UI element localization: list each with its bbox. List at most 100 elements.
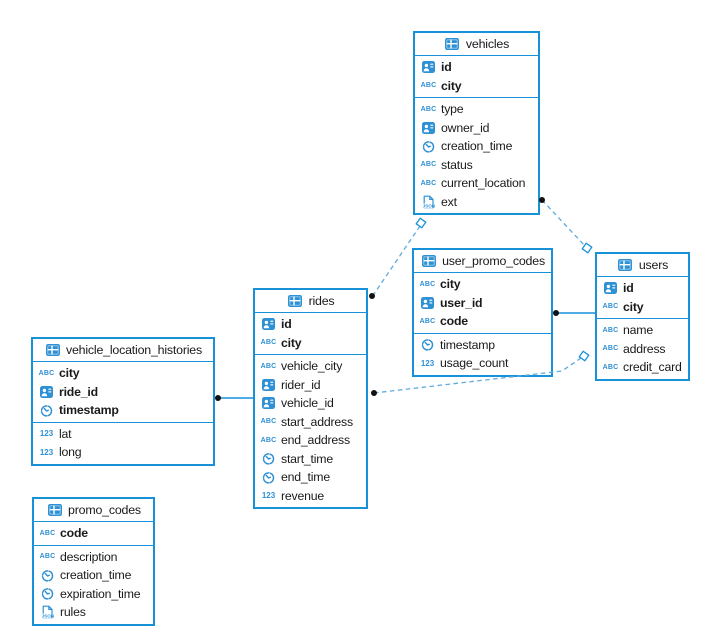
field-name: id: [623, 281, 634, 296]
field-row-user_id[interactable]: user_id: [414, 294, 551, 313]
field-row-status[interactable]: ABC status: [415, 156, 538, 175]
field-row-ext[interactable]: JSON ext: [415, 193, 538, 212]
field-divider: [415, 97, 538, 98]
field-name: vehicle_id: [281, 396, 334, 411]
svg-text:JSON: JSON: [42, 614, 54, 619]
uuid-icon: [38, 385, 55, 398]
field-row-start_time[interactable]: start_time: [255, 450, 366, 469]
table-header[interactable]: rides: [255, 290, 366, 313]
field-name: city: [623, 299, 644, 314]
clock-icon: [260, 452, 277, 465]
field-name: ride_id: [59, 384, 98, 399]
text-type-icon: ABC: [39, 553, 56, 561]
field-name: lat: [59, 426, 72, 441]
text-type-icon: ABC: [420, 161, 437, 169]
field-divider: [414, 332, 551, 334]
field-name: ext: [441, 194, 457, 209]
json-icon: JSON: [420, 195, 437, 209]
field-row-owner_id[interactable]: owner_id: [415, 119, 538, 138]
relationship-dot-marker: [553, 310, 559, 316]
field-name: long: [59, 445, 82, 460]
number-type-icon: 123: [420, 358, 435, 368]
field-row-id[interactable]: id: [597, 279, 688, 298]
field-name: current_location: [441, 176, 526, 191]
field-row-id[interactable]: id: [415, 58, 538, 77]
text-type-icon: ABC: [602, 363, 619, 371]
svg-text:JSON: JSON: [423, 203, 435, 208]
field-row-lat[interactable]: 123 lat: [33, 425, 213, 444]
number-type-icon: 123: [39, 429, 54, 439]
table-header[interactable]: vehicles: [415, 33, 538, 56]
field-row-creation_time[interactable]: creation_time: [34, 566, 153, 585]
field-name: owner_id: [441, 120, 490, 135]
field-name: credit_card: [623, 360, 682, 375]
uuid-icon: [602, 282, 619, 295]
field-row-timestamp[interactable]: timestamp: [33, 401, 213, 420]
field-row-vehicle_id[interactable]: vehicle_id: [255, 394, 366, 413]
field-name: end_address: [281, 433, 350, 448]
relationship-diamond-marker: [581, 242, 593, 254]
text-type-icon: ABC: [260, 362, 277, 370]
table-header[interactable]: promo_codes: [34, 499, 153, 522]
table-header[interactable]: users: [597, 254, 688, 277]
field-row-creation_time[interactable]: creation_time: [415, 137, 538, 156]
table-header[interactable]: vehicle_location_histories: [33, 339, 213, 362]
field-name: timestamp: [440, 337, 495, 352]
text-type-icon: ABC: [419, 280, 436, 288]
field-name: end_time: [281, 470, 330, 485]
field-row-rider_id[interactable]: rider_id: [255, 376, 366, 395]
table-title: users: [638, 258, 669, 272]
field-row-city[interactable]: ABC city: [255, 334, 366, 353]
text-type-icon: ABC: [420, 82, 437, 90]
text-type-icon: ABC: [38, 369, 55, 377]
field-name: rider_id: [281, 377, 321, 392]
field-row-ride_id[interactable]: ride_id: [33, 383, 213, 402]
table-icon: [617, 259, 634, 271]
text-type-icon: ABC: [602, 326, 619, 334]
field-name: user_id: [440, 295, 483, 310]
field-name: status: [441, 157, 473, 172]
field-row-timestamp[interactable]: timestamp: [414, 336, 551, 355]
field-row-id[interactable]: id: [255, 315, 366, 334]
uuid-icon: [420, 61, 437, 74]
text-type-icon: ABC: [260, 339, 277, 347]
json-icon: JSON: [39, 605, 56, 619]
field-row-credit_card[interactable]: ABC credit_card: [597, 358, 688, 377]
field-row-end_time[interactable]: end_time: [255, 468, 366, 487]
field-name: city: [281, 335, 302, 350]
clock-icon: [419, 338, 436, 351]
field-name: timestamp: [59, 403, 119, 418]
table-header[interactable]: user_promo_codes: [414, 250, 551, 273]
table-title: rides: [308, 294, 335, 308]
field-row-expiration_time[interactable]: expiration_time: [34, 585, 153, 604]
field-name: type: [441, 102, 464, 117]
